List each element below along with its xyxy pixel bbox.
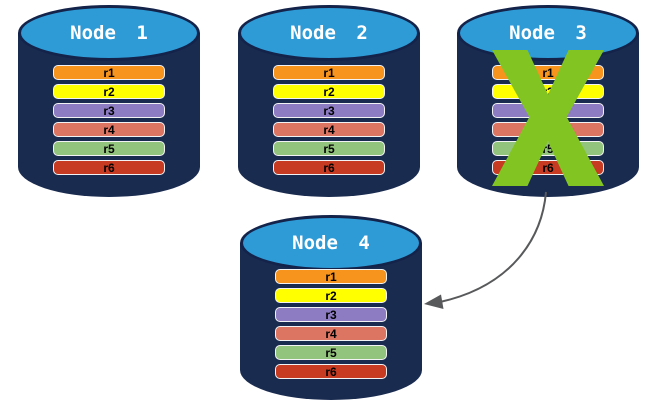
row-r3: r3 [53, 103, 165, 118]
row-r2: r2 [273, 84, 385, 99]
node3-title: Node 3 [509, 22, 587, 44]
failure-x-shape [492, 50, 604, 186]
node3-cylinder-top: Node 3 [457, 5, 639, 61]
row-r5: r5 [275, 345, 387, 360]
row-r6: r6 [273, 160, 385, 175]
row-r3: r3 [273, 103, 385, 118]
row-r6: r6 [53, 160, 165, 175]
row-r2: r2 [275, 288, 387, 303]
node4-cylinder-top: Node 4 [240, 215, 422, 271]
node4-rows: r1 r2 r3 r4 r5 r6 [275, 269, 387, 379]
node2-rows: r1 r2 r3 r4 r5 r6 [273, 65, 385, 175]
row-r4: r4 [53, 122, 165, 137]
node1-cylinder: Node 1 r1 r2 r3 r4 r5 r6 [18, 5, 200, 197]
node2-cylinder: Node 2 r1 r2 r3 r4 r5 r6 [238, 5, 420, 197]
row-r5: r5 [273, 141, 385, 156]
node4-title: Node 4 [292, 232, 370, 254]
failover-arrowhead-icon [424, 294, 444, 309]
node1-rows: r1 r2 r3 r4 r5 r6 [53, 65, 165, 175]
row-r1: r1 [275, 269, 387, 284]
node4-cylinder: Node 4 r1 r2 r3 r4 r5 r6 [240, 215, 422, 400]
row-r4: r4 [275, 326, 387, 341]
row-r2: r2 [53, 84, 165, 99]
failover-arrow-line [439, 191, 547, 303]
node2-cylinder-top: Node 2 [238, 5, 420, 61]
row-r3: r3 [275, 307, 387, 322]
node1-cylinder-top: Node 1 [18, 5, 200, 61]
node3-cylinder: Node 3 r1 r2 r3 r4 r5 r6 [457, 5, 639, 197]
row-r1: r1 [53, 65, 165, 80]
node1-title: Node 1 [70, 22, 148, 44]
node2-title: Node 2 [290, 22, 368, 44]
failure-x-icon [492, 50, 604, 186]
row-r5: r5 [53, 141, 165, 156]
row-r1: r1 [273, 65, 385, 80]
row-r6: r6 [275, 364, 387, 379]
row-r4: r4 [273, 122, 385, 137]
